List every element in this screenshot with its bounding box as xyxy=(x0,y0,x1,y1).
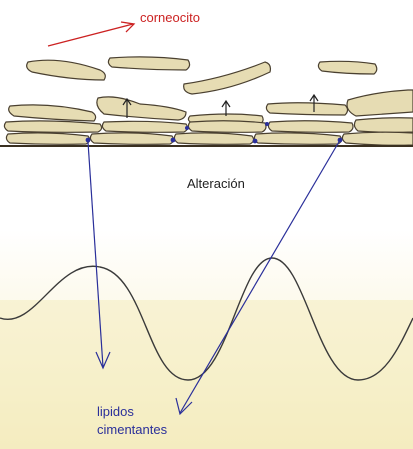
corneocyte-cell xyxy=(9,105,96,121)
lipidos-label-line2: cimentantes xyxy=(97,421,167,439)
corneocyte-cell xyxy=(342,132,413,145)
lipid-wave-region xyxy=(0,230,413,449)
corneocyte-cell xyxy=(184,62,271,94)
corneocyte-cell xyxy=(254,133,341,144)
corneocyte-cell xyxy=(108,57,189,70)
lipidos-cimentantes-label: lipidos cimentantes xyxy=(97,403,167,439)
junction-mark xyxy=(265,122,269,126)
corneocyte-cell xyxy=(97,97,186,120)
corneocyte-cell xyxy=(174,133,253,144)
corneocyte-cell xyxy=(354,118,413,133)
corneocyte-cell xyxy=(318,61,376,74)
corneocyte-cell xyxy=(27,60,106,80)
corneocyte-cell xyxy=(102,121,187,132)
corneocyte-cell xyxy=(6,133,89,144)
corneocyte-cell xyxy=(4,121,101,132)
junction-mark xyxy=(171,138,176,143)
corneocito-pointer-arrow xyxy=(48,22,134,46)
corneocyte-layer xyxy=(0,57,413,146)
corneocyte-cell xyxy=(268,121,353,133)
junction-mark xyxy=(86,138,91,143)
alteracion-label: Alteración xyxy=(187,176,245,191)
corneocyte-cell xyxy=(188,121,266,133)
corneocyte-cell xyxy=(90,133,173,144)
lipidos-label-line1: lipidos xyxy=(97,403,167,421)
junction-mark xyxy=(185,126,189,130)
corneocito-label: corneocito xyxy=(140,10,200,25)
corneocyte-cell xyxy=(347,90,413,116)
corneocyte-cell xyxy=(266,103,347,115)
junction-mark xyxy=(253,139,258,144)
